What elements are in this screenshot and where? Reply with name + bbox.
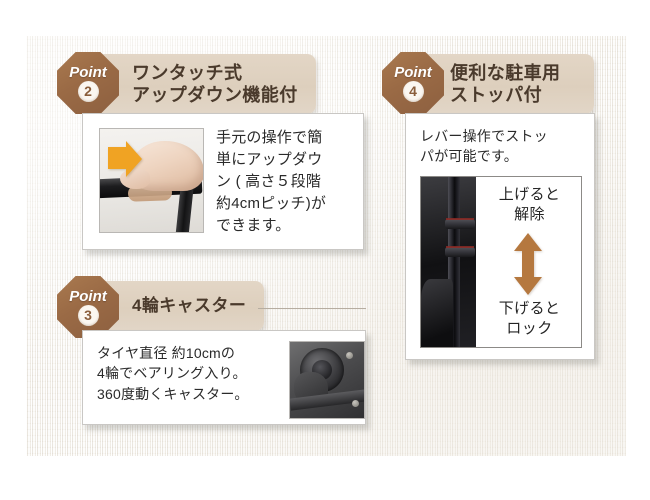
point-3-header-bar: 4輪キャスター: [96, 281, 264, 331]
stopper-down-label: 下げると ロック: [498, 300, 561, 337]
badge-word-label: Point: [69, 287, 107, 305]
badge-number-label: 2: [77, 80, 99, 102]
handle-adjust-photo: [99, 128, 204, 233]
point-2-header-bar: ワンタッチ式 アップダウン機能付: [96, 54, 316, 114]
stopper-illustration-box: 上げると 解除 下げると ロック: [420, 176, 582, 348]
point-2-card: 手元の操作で簡 単にアップダウ ン ( 高さ５段階 約4cmピッチ)が できます…: [82, 113, 364, 250]
up-down-arrow-icon: [514, 233, 542, 295]
caster-wheel-photo: [289, 341, 365, 419]
frame-legs-shape: [421, 279, 453, 347]
point-4-header-bar: 便利な駐車用 ストッパ付: [418, 54, 594, 114]
down-arrow-icon: [108, 141, 142, 177]
point-4-body-text: レバー操作でストッ パが可能です。: [420, 128, 548, 165]
stopper-lever-photo: [421, 177, 476, 347]
point-3-badge: Point 3: [57, 276, 119, 338]
point-2-badge: Point 2: [57, 52, 119, 114]
point-3-title: 4輪キャスター: [132, 296, 247, 316]
badge-number-label: 4: [402, 80, 424, 102]
bolt-shape: [346, 352, 353, 359]
photo-scene: [100, 129, 203, 232]
bolt-shape: [352, 400, 359, 407]
point-2-body-text: 手元の操作で簡 単にアップダウ ン ( 高さ５段階 約4cmピッチ)が できます…: [216, 129, 327, 234]
lower-lever-shape: [445, 247, 475, 257]
badge-word-label: Point: [69, 63, 107, 81]
badge-number-label: 3: [77, 304, 99, 326]
photo-scene: [290, 342, 364, 418]
point-3-title-rule: [258, 308, 366, 309]
point-4-title: 便利な駐車用 ストッパ付: [450, 62, 561, 105]
lower-lever-accent: [446, 246, 474, 248]
point-3-card: タイヤ直径 約10cmの 4輪でベアリング入り。 360度動くキャスター。: [82, 330, 366, 425]
upper-lever-shape: [445, 219, 475, 229]
upper-lever-accent: [446, 218, 474, 220]
point-4-badge: Point 4: [382, 52, 444, 114]
point-2-title: ワンタッチ式 アップダウン機能付: [132, 62, 298, 105]
point-4-card: レバー操作でストッ パが可能です。 上げると 解除 下げると ロック: [405, 113, 595, 360]
point-3-body-text: タイヤ直径 約10cmの 4輪でベアリング入り。 360度動くキャスター。: [97, 345, 249, 402]
stopper-up-label: 上げると 解除: [498, 186, 561, 223]
badge-word-label: Point: [394, 63, 432, 81]
